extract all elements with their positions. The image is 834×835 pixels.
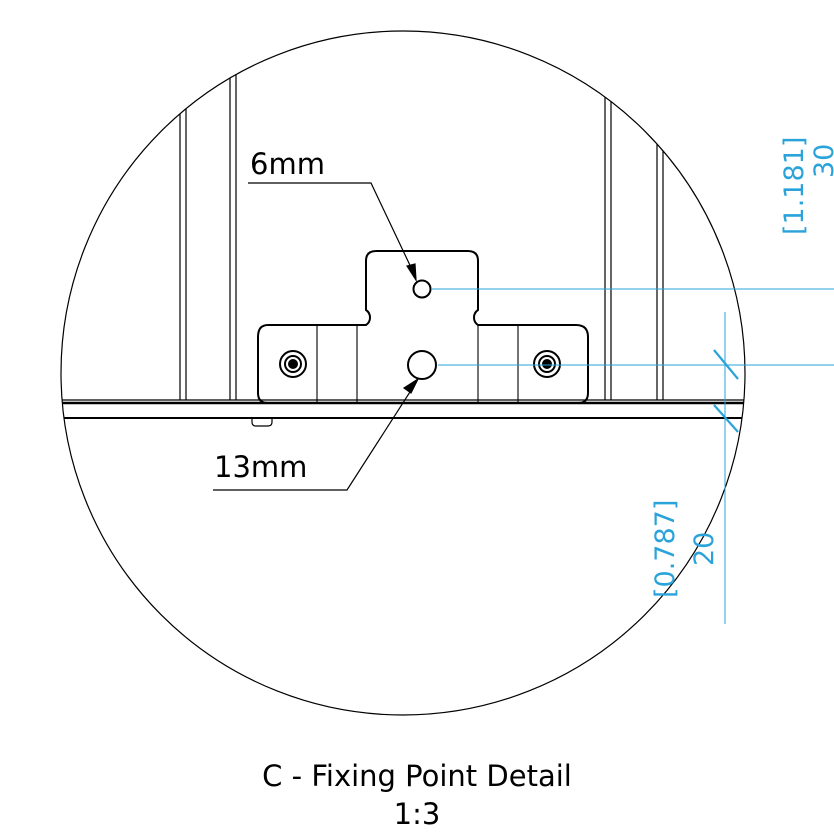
tick-mark-lower bbox=[713, 404, 739, 433]
detail-boundary-circle bbox=[60, 30, 746, 716]
dimension-lower: [0.787] 20 bbox=[650, 500, 720, 598]
dimension-lines bbox=[432, 288, 834, 624]
caption-scale: 1:3 bbox=[394, 797, 441, 831]
leader-13mm bbox=[213, 380, 418, 491]
detail-geometry bbox=[61, 31, 745, 427]
lower-tab bbox=[251, 418, 273, 427]
dimension-upper-imperial: [1.181] bbox=[779, 137, 810, 235]
dimension-lower-metric: 20 bbox=[689, 532, 720, 566]
leaders bbox=[213, 182, 420, 491]
bracket-inner-lines bbox=[316, 325, 519, 403]
callout-13mm: 13mm bbox=[214, 450, 307, 484]
dimension-upper: [1.181] 30 bbox=[779, 137, 834, 235]
vertical-rails bbox=[179, 31, 664, 400]
dimension-upper-metric: 30 bbox=[809, 144, 834, 178]
small-hole bbox=[412, 279, 432, 299]
caption-title: C - Fixing Point Detail bbox=[262, 759, 572, 793]
bracket bbox=[257, 250, 589, 404]
arrowhead-6mm bbox=[406, 263, 417, 283]
callout-6mm: 6mm bbox=[250, 147, 325, 181]
leader-6mm bbox=[248, 182, 417, 279]
arrowhead-13mm bbox=[402, 377, 420, 394]
dimension-lower-imperial: [0.787] bbox=[650, 500, 681, 598]
bracket-outline bbox=[257, 250, 589, 404]
large-hole bbox=[407, 350, 437, 380]
left-screw bbox=[279, 350, 307, 378]
right-screw bbox=[533, 350, 561, 378]
tick-mark-upper bbox=[713, 349, 739, 380]
